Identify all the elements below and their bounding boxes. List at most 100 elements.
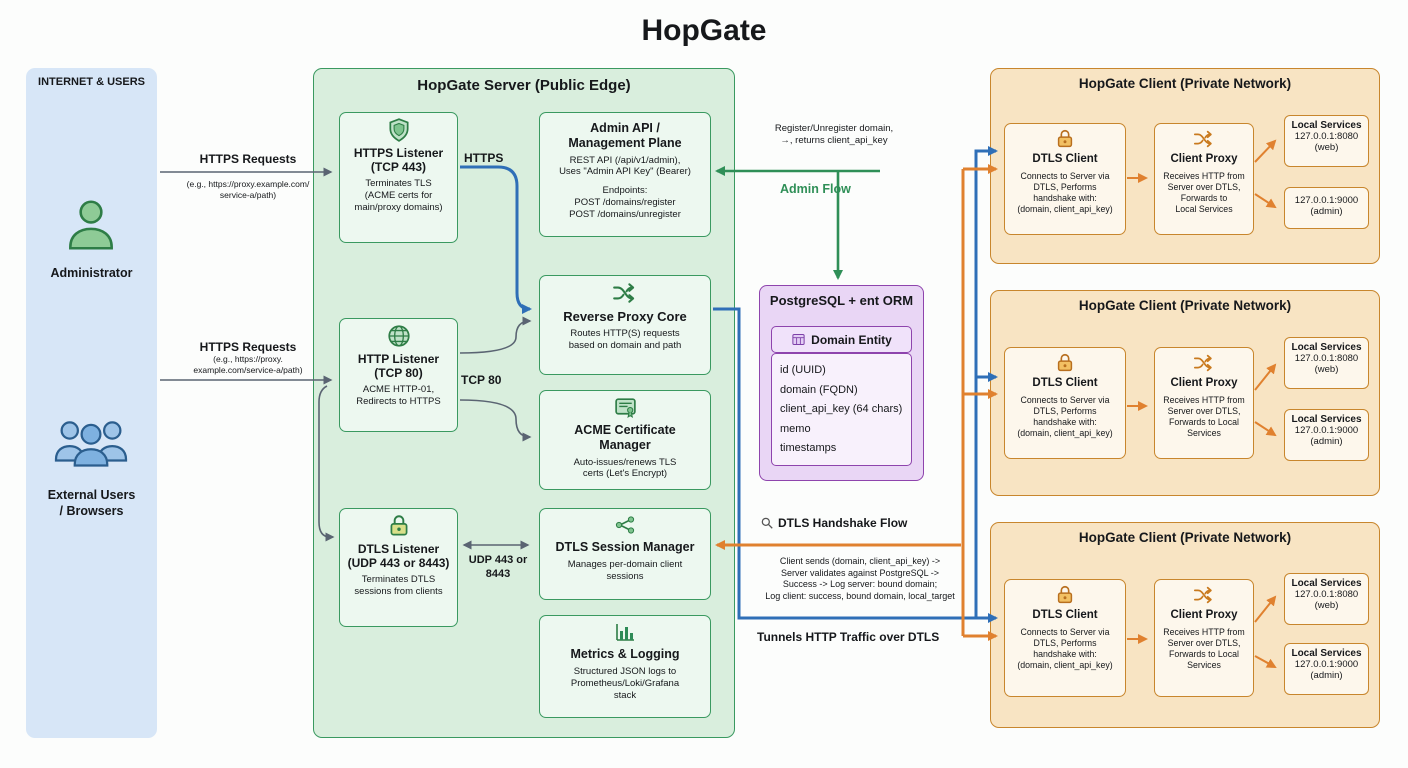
entity-field: memo <box>780 422 811 435</box>
admin-api-endpoints: Endpoints: POST /domains/register POST /… <box>569 185 681 220</box>
local-service-tag: (admin) <box>1310 670 1343 681</box>
local-service-title: Local Services <box>1291 120 1362 131</box>
dtls-client-box: DTLS Client Connects to Server via DTLS,… <box>1004 347 1126 459</box>
page-title: HopGate <box>641 14 767 47</box>
local-service-box: Local Services 127.0.0.1:8080 (web) <box>1284 573 1369 625</box>
local-service-tag: (web) <box>1314 364 1339 375</box>
local-service-box: Local Services 127.0.0.1:9000 (admin) <box>1284 643 1369 695</box>
external-users-label: External Users / Browsers <box>47 488 136 518</box>
local-service-title: Local Services <box>1291 648 1362 659</box>
dtls-listener-box: DTLS Listener (UDP 443 or 8443) Terminat… <box>339 508 458 627</box>
shuffle-icon <box>613 283 635 303</box>
local-service-box: Local Services 127.0.0.1:8080 (web) <box>1284 115 1369 167</box>
client-proxy-box: Client Proxy Receives HTTP from Server o… <box>1154 579 1254 697</box>
entity-field: domain (FQDN) <box>780 383 858 396</box>
admin-requests-label: HTTPS Requests <box>199 152 297 166</box>
client-panel-1-title: HopGate Client (Private Network) <box>1078 76 1292 91</box>
https-listener-box: HTTPS Listener (TCP 443) Terminates TLS … <box>339 112 458 243</box>
shuffle-icon <box>1193 130 1212 148</box>
tunnels-flow-label: Tunnels HTTP Traffic over DTLS <box>757 630 940 644</box>
handshake-detail-label: Client sends (domain, client_api_key) ->… <box>765 556 955 602</box>
local-service-addr: 127.0.0.1:8080 <box>1294 589 1359 600</box>
http-listener-desc: ACME HTTP-01, Redirects to HTTPS <box>356 384 441 408</box>
client-proxy-desc: Receives HTTP from Server over DTLS, For… <box>1163 626 1245 670</box>
https-flow-label: HTTPS <box>464 151 504 165</box>
domain-entity-fields: id (UUID) domain (FQDN) client_api_key (… <box>771 353 912 466</box>
client-panel-1: HopGate Client (Private Network) DTLS Cl… <box>990 68 1380 264</box>
user-requests-sublabel: (e.g., https://proxy. example.com/servic… <box>193 354 303 375</box>
local-service-addr: 127.0.0.1:8080 <box>1294 131 1359 142</box>
client-proxy-desc: Receives HTTP from Server over DTLS, For… <box>1163 170 1245 214</box>
admin-api-box: Admin API / Management Plane REST API (/… <box>539 112 711 237</box>
local-service-tag: (admin) <box>1310 436 1343 447</box>
dtls-client-box: DTLS Client Connects to Server via DTLS,… <box>1004 123 1126 235</box>
dtls-client-desc: Connects to Server via DTLS, Performs ha… <box>1017 626 1113 670</box>
certificate-icon <box>614 398 636 418</box>
postgres-box: PostgreSQL + ent ORM Domain Entity id (U… <box>759 285 924 481</box>
lock-icon <box>390 515 407 536</box>
local-service-tag: (admin) <box>1310 206 1343 217</box>
acme-manager-title: ACME Certificate Manager <box>574 423 676 452</box>
client-panel-2: HopGate Client (Private Network) DTLS Cl… <box>990 290 1380 496</box>
client-proxy-title: Client Proxy <box>1170 377 1238 389</box>
admin-flow-label: Admin Flow <box>780 182 851 196</box>
lock-icon <box>1057 353 1073 372</box>
client-proxy-box: Client Proxy Receives HTTP from Server o… <box>1154 347 1254 459</box>
admin-api-desc: REST API (/api/v1/admin), Uses "Admin AP… <box>559 154 691 178</box>
local-service-addr: 127.0.0.1:8080 <box>1294 353 1359 364</box>
acme-manager-box: ACME Certificate Manager Auto-issues/ren… <box>539 390 711 490</box>
table-icon <box>792 334 805 345</box>
local-service-box: Local Services 127.0.0.1:9000 (admin) <box>1284 409 1369 461</box>
local-service-title: Local Services <box>1291 414 1362 425</box>
reverse-proxy-box: Reverse Proxy Core Routes HTTP(S) reques… <box>539 275 711 375</box>
domain-entity-header: Domain Entity <box>771 326 912 353</box>
local-service-title: Local Services <box>1291 578 1362 589</box>
local-service-title: Local Services <box>1291 342 1362 353</box>
metrics-logging-desc: Structured JSON logs to Prometheus/Loki/… <box>570 665 680 701</box>
local-service-addr: 127.0.0.1:9000 <box>1294 425 1359 436</box>
entity-field: client_api_key (64 chars) <box>780 403 903 416</box>
reverse-proxy-desc: Routes HTTP(S) requests based on domain … <box>568 328 682 352</box>
client-panel-3: HopGate Client (Private Network) DTLS Cl… <box>990 522 1380 728</box>
client-proxy-title: Client Proxy <box>1170 153 1238 165</box>
entity-field: id (UUID) <box>780 364 826 376</box>
shuffle-icon <box>1193 354 1212 372</box>
local-service-addr: 127.0.0.1:9000 <box>1294 659 1359 670</box>
https-listener-title: HTTPS Listener (TCP 443) <box>353 146 444 175</box>
internet-panel: INTERNET & USERS Administrator External … <box>26 68 157 738</box>
user-requests-label: HTTPS Requests <box>199 340 297 354</box>
register-flow-label: Register/Unregister domain, →, returns c… <box>774 123 894 146</box>
dtls-client-desc: Connects to Server via DTLS, Performs ha… <box>1017 394 1113 438</box>
administrator-label: Administrator <box>50 266 133 280</box>
client-proxy-box: Client Proxy Receives HTTP from Server o… <box>1154 123 1254 235</box>
dtls-listener-title: DTLS Listener (UDP 443 or 8443) <box>347 542 450 571</box>
local-service-box: 127.0.0.1:9000 (admin) <box>1284 187 1369 229</box>
lock-icon <box>1057 585 1073 604</box>
local-service-addr: 127.0.0.1:9000 <box>1294 195 1359 206</box>
magnifier-icon <box>761 517 773 529</box>
reverse-proxy-title: Reverse Proxy Core <box>563 309 687 324</box>
local-service-tag: (web) <box>1314 142 1339 153</box>
http-listener-box: HTTP Listener (TCP 80) ACME HTTP-01, Red… <box>339 318 458 432</box>
handshake-flow-label-row: DTLS Handshake Flow <box>760 516 907 530</box>
client-proxy-title: Client Proxy <box>1170 609 1238 621</box>
handshake-flow-label: DTLS Handshake Flow <box>778 516 908 530</box>
dtls-listener-desc: Terminates DTLS sessions from clients <box>354 574 443 598</box>
client-panel-3-title: HopGate Client (Private Network) <box>1078 530 1292 545</box>
internet-panel-title: INTERNET & USERS <box>38 76 145 88</box>
dtls-client-box: DTLS Client Connects to Server via DTLS,… <box>1004 579 1126 697</box>
client-panel-2-title: HopGate Client (Private Network) <box>1078 298 1292 313</box>
local-service-box: Local Services 127.0.0.1:8080 (web) <box>1284 337 1369 389</box>
entity-field: timestamps <box>780 442 837 455</box>
administrator-icon <box>69 200 113 250</box>
dtls-client-title: DTLS Client <box>1032 377 1098 389</box>
shield-icon <box>388 118 409 142</box>
dtls-client-desc: Connects to Server via DTLS, Performs ha… <box>1017 170 1113 214</box>
metrics-logging-title: Metrics & Logging <box>570 647 680 661</box>
client-proxy-desc: Receives HTTP from Server over DTLS, For… <box>1163 394 1245 438</box>
dtls-session-manager-title: DTLS Session Manager <box>555 540 695 554</box>
udp-flow-label: UDP 443 or 8443 <box>468 554 528 581</box>
dtls-session-manager-desc: Manages per-domain client sessions <box>567 558 683 582</box>
http-listener-title: HTTP Listener (TCP 80) <box>357 352 440 381</box>
